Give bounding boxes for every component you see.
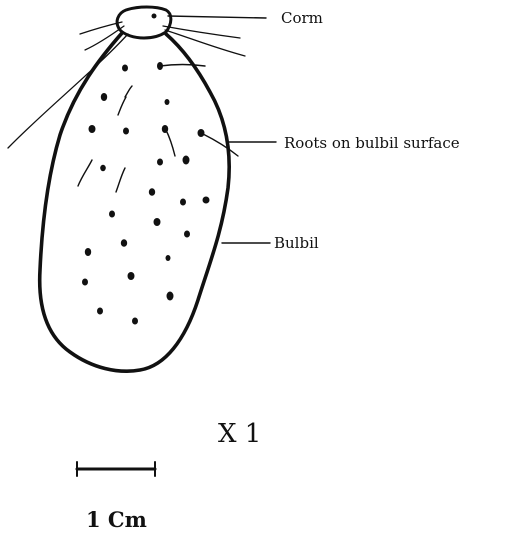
- surface-spot: [154, 218, 161, 226]
- leader-lines: [168, 16, 276, 243]
- surface-spot: [89, 125, 96, 133]
- surface-spot: [198, 129, 205, 137]
- surface-spot: [100, 165, 106, 171]
- surface-spot: [97, 308, 103, 315]
- corm-label: Corm: [281, 9, 323, 27]
- surface-spot: [149, 188, 155, 196]
- bulbil-surface-spots: [82, 62, 210, 325]
- surface-spot: [184, 231, 190, 238]
- corm-shape: [117, 7, 171, 38]
- surface-spot: [183, 156, 190, 165]
- surface-spot: [166, 255, 171, 261]
- surface-spot: [109, 211, 115, 218]
- roots-label: Roots on bulbil surface: [284, 134, 460, 152]
- scale-bar-label: 1 Cm: [86, 507, 147, 532]
- scale-bar: [77, 462, 155, 476]
- magnification-label: X 1: [218, 419, 261, 449]
- surface-spot: [85, 248, 91, 256]
- surface-spot: [180, 199, 186, 206]
- surface-spot: [122, 65, 128, 72]
- surface-spot: [123, 128, 129, 135]
- surface-spot: [132, 318, 138, 325]
- surface-spot: [128, 272, 135, 280]
- surface-spot: [82, 279, 88, 286]
- surface-roots: [78, 65, 238, 193]
- surface-spot: [165, 99, 170, 105]
- corm-spot: [152, 14, 157, 19]
- surface-spot: [157, 159, 163, 166]
- surface-spot: [167, 292, 174, 301]
- corm-leader: [168, 16, 266, 18]
- surface-spot: [203, 197, 210, 204]
- surface-spot: [101, 93, 107, 101]
- bulbil-label: Bulbil: [274, 234, 319, 252]
- surface-spot: [121, 239, 127, 247]
